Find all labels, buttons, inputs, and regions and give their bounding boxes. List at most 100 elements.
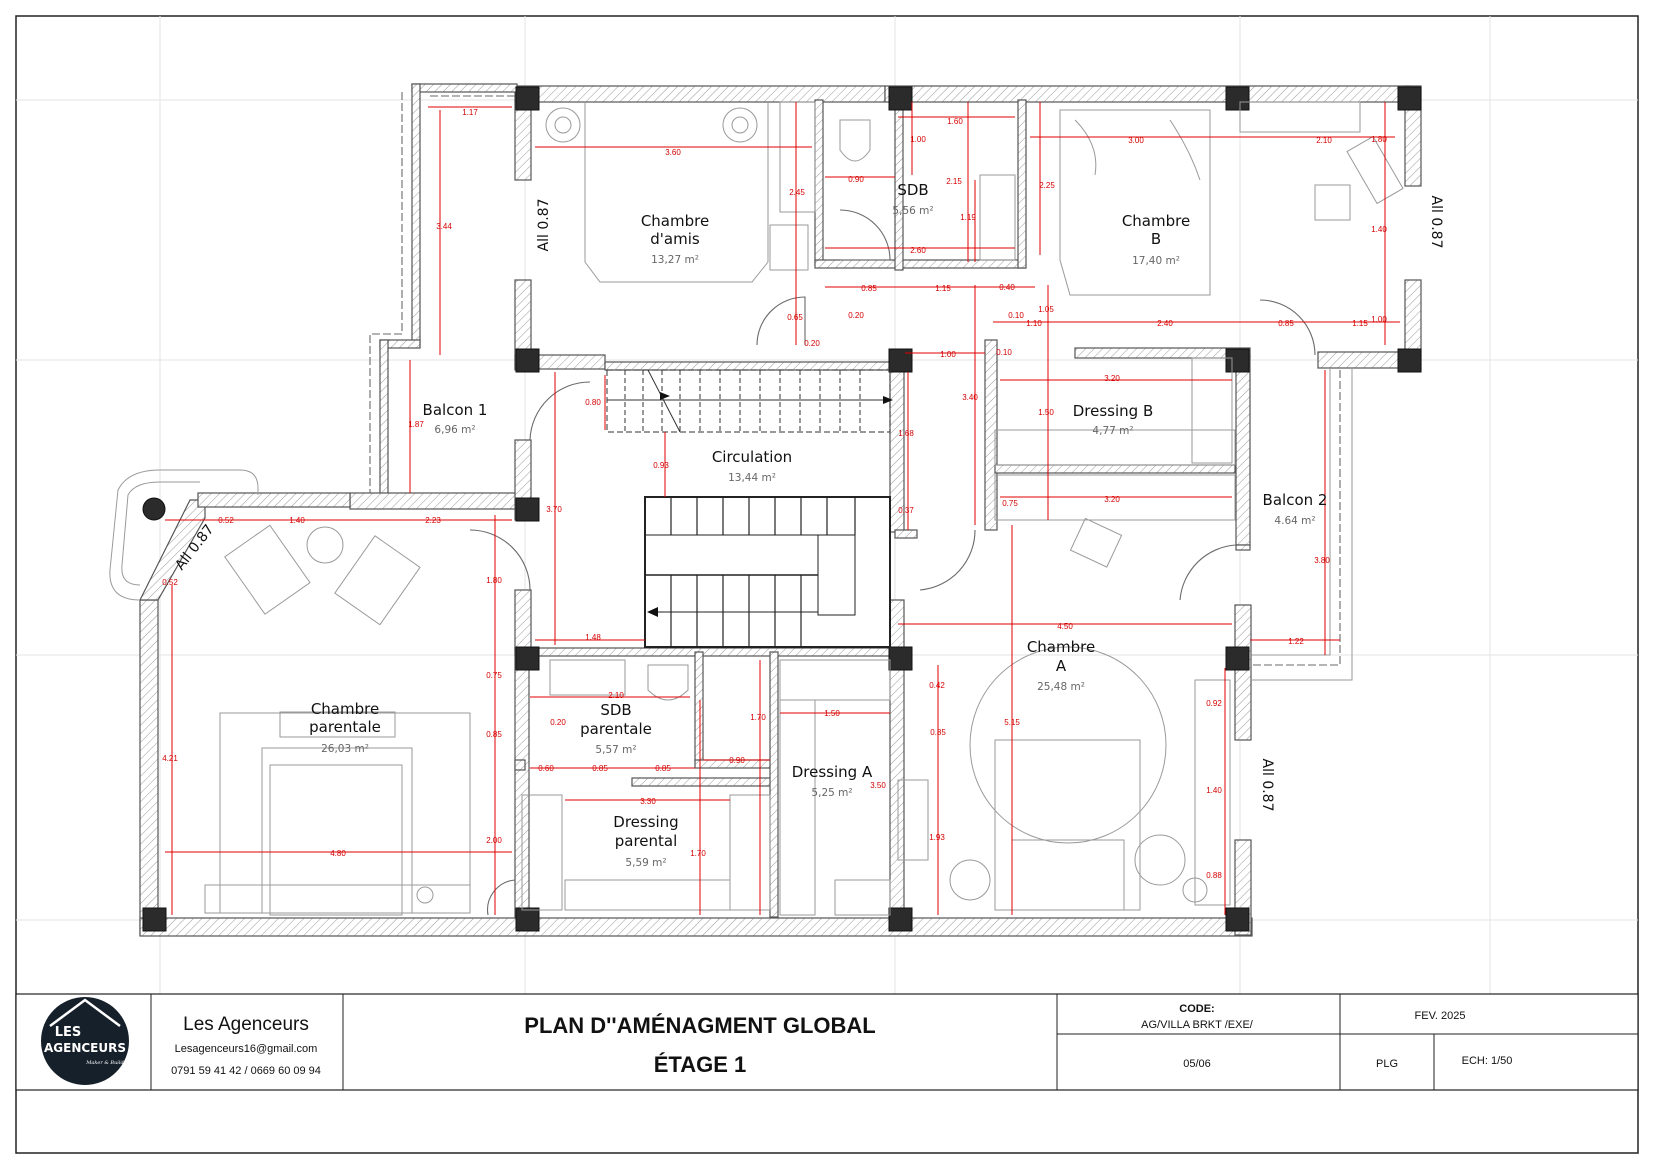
- author-initials: PLG: [1376, 1058, 1398, 1070]
- dim-label: 0.60: [538, 764, 554, 773]
- dim-label: 0.42: [929, 681, 945, 690]
- dim-label: 0.90: [729, 756, 745, 765]
- dimension-lines: [165, 102, 1400, 915]
- plan-subtitle: ÉTAGE 1: [654, 1052, 747, 1077]
- room-name-chambre-b-2: B: [1151, 230, 1161, 248]
- dim-label: 1.40: [1206, 786, 1222, 795]
- dim-label: 2.00: [486, 836, 502, 845]
- company-email: Lesagenceurs16@gmail.com: [175, 1043, 318, 1055]
- dim-label: 0.85: [1278, 319, 1294, 328]
- room-labels: Chambre d'amis 13,27 m² SDB 5,56 m² Cham…: [309, 181, 1327, 869]
- dim-label: 1.48: [585, 633, 601, 642]
- dim-label: 1.70: [750, 713, 766, 722]
- room-area-chambre-parentale: 26,03 m²: [321, 743, 369, 755]
- room-name-chambre-a-2: A: [1056, 657, 1067, 675]
- dim-label: 2.10: [608, 691, 624, 700]
- room-name-dressing-parental: Dressing: [613, 813, 678, 831]
- dim-label: 3.00: [1128, 136, 1144, 145]
- dim-label: 1.00: [940, 350, 956, 359]
- wall-label-amis: All 0.87: [536, 199, 552, 252]
- dim-label: 1.87: [408, 420, 424, 429]
- door-swings: [469, 209, 1316, 916]
- dim-label: 1.40: [1371, 225, 1387, 234]
- wall-label-b: All 0.87: [1428, 196, 1444, 249]
- wall-label-a: All 0.87: [1259, 759, 1275, 812]
- room-name-chambre-a: Chambre: [1027, 638, 1095, 656]
- dim-label: 4.50: [1057, 622, 1073, 631]
- plan-title: PLAN D''AMÉNAGMENT GLOBAL: [524, 1013, 875, 1038]
- dim-label: 1.15: [1352, 319, 1368, 328]
- dim-label: 0.92: [1206, 699, 1222, 708]
- room-area-chambre-amis: 13,27 m²: [651, 254, 699, 266]
- company-logo: [41, 997, 129, 1085]
- dim-label: 1.80: [1371, 135, 1387, 144]
- dim-label: 3.20: [1104, 495, 1120, 504]
- logo-tagline: Maker & Build: [85, 1060, 123, 1066]
- dim-label: 0.85: [930, 728, 946, 737]
- dim-label: 0.37: [898, 506, 914, 515]
- dim-label: 3.80: [1314, 556, 1330, 565]
- room-name-dressing-b: Dressing B: [1073, 402, 1154, 420]
- dim-label: 3.44: [436, 222, 452, 231]
- dim-label: 1.68: [898, 429, 914, 438]
- room-area-chambre-b: 17,40 m²: [1132, 255, 1180, 267]
- dim-label: 5.15: [1004, 718, 1020, 727]
- logo-line-2: AGENCEURS: [44, 1041, 126, 1055]
- dim-label: 0.10: [1008, 311, 1024, 320]
- room-name-dressing-a: Dressing A: [792, 763, 873, 781]
- room-name-chambre-b: Chambre: [1122, 212, 1190, 230]
- room-area-dressing-a: 5,25 m²: [811, 787, 852, 799]
- dim-label: 0.85: [592, 764, 608, 773]
- dim-label: 1.17: [462, 108, 478, 117]
- room-name-chambre-parentale: Chambre: [311, 700, 379, 718]
- dim-label: 1.22: [1288, 637, 1304, 646]
- dim-label: 0.93: [653, 461, 669, 470]
- room-area-sdb: 5,56 m²: [892, 205, 933, 217]
- dim-label: 2.23: [425, 516, 441, 525]
- room-area-balcon-2: 4.64 m²: [1274, 515, 1315, 527]
- dim-label: 0.20: [804, 339, 820, 348]
- scale: ECH: 1/50: [1462, 1055, 1513, 1067]
- room-name-balcon-1: Balcon 1: [423, 401, 488, 419]
- house-roof-icon: [49, 998, 121, 1028]
- room-name-circulation: Circulation: [712, 448, 792, 466]
- dim-label: 0.75: [1002, 499, 1018, 508]
- dim-label: 1.15: [935, 284, 951, 293]
- structural-columns: [142, 86, 1422, 932]
- dim-label: 1.50: [1038, 408, 1054, 417]
- dim-label: 2.15: [946, 177, 962, 186]
- dim-label: 1.10: [1026, 319, 1042, 328]
- dim-label: 0.65: [787, 313, 803, 322]
- dim-label: 0.75: [486, 671, 502, 680]
- dim-label: 0.85: [655, 764, 671, 773]
- title-block: LES AGENCEURS Maker & Build Les Agenceur…: [15, 993, 1639, 1091]
- room-area-chambre-a: 25,48 m²: [1037, 681, 1085, 693]
- dim-label: 1.50: [824, 709, 840, 718]
- dim-label: 1.70: [690, 849, 706, 858]
- sheet-border: [15, 15, 1639, 1154]
- dim-label: 4.80: [330, 849, 346, 858]
- dim-label: 1.00: [910, 135, 926, 144]
- company-name: Les Agenceurs: [183, 1014, 309, 1035]
- balcony-railings: [109, 92, 1353, 681]
- company-phones: 0791 59 41 42 / 0669 60 09 94: [171, 1065, 321, 1077]
- dim-label: 0.88: [1206, 871, 1222, 880]
- room-area-circulation: 13,44 m²: [728, 472, 776, 484]
- dim-label: 3.30: [640, 797, 656, 806]
- dim-label: 0.52: [162, 578, 178, 587]
- dim-label: 3.70: [546, 505, 562, 514]
- room-name-chambre-amis: Chambre: [641, 212, 709, 230]
- dim-label: 1.00: [1371, 315, 1387, 324]
- dim-label: 0.85: [861, 284, 877, 293]
- walls: [139, 83, 1422, 937]
- dim-label: 2.60: [910, 246, 926, 255]
- code-value: AG/VILLA BRKT /EXE/: [1141, 1019, 1254, 1031]
- dim-label: 0.85: [486, 730, 502, 739]
- room-area-balcon-1: 6,96 m²: [434, 424, 475, 436]
- dim-label: 3.60: [665, 148, 681, 157]
- sheet-number: 05/06: [1183, 1058, 1211, 1070]
- dim-label: 0.80: [585, 398, 601, 407]
- dim-label: 1.05: [1038, 305, 1054, 314]
- room-area-sdb-parentale: 5,57 m²: [595, 744, 636, 756]
